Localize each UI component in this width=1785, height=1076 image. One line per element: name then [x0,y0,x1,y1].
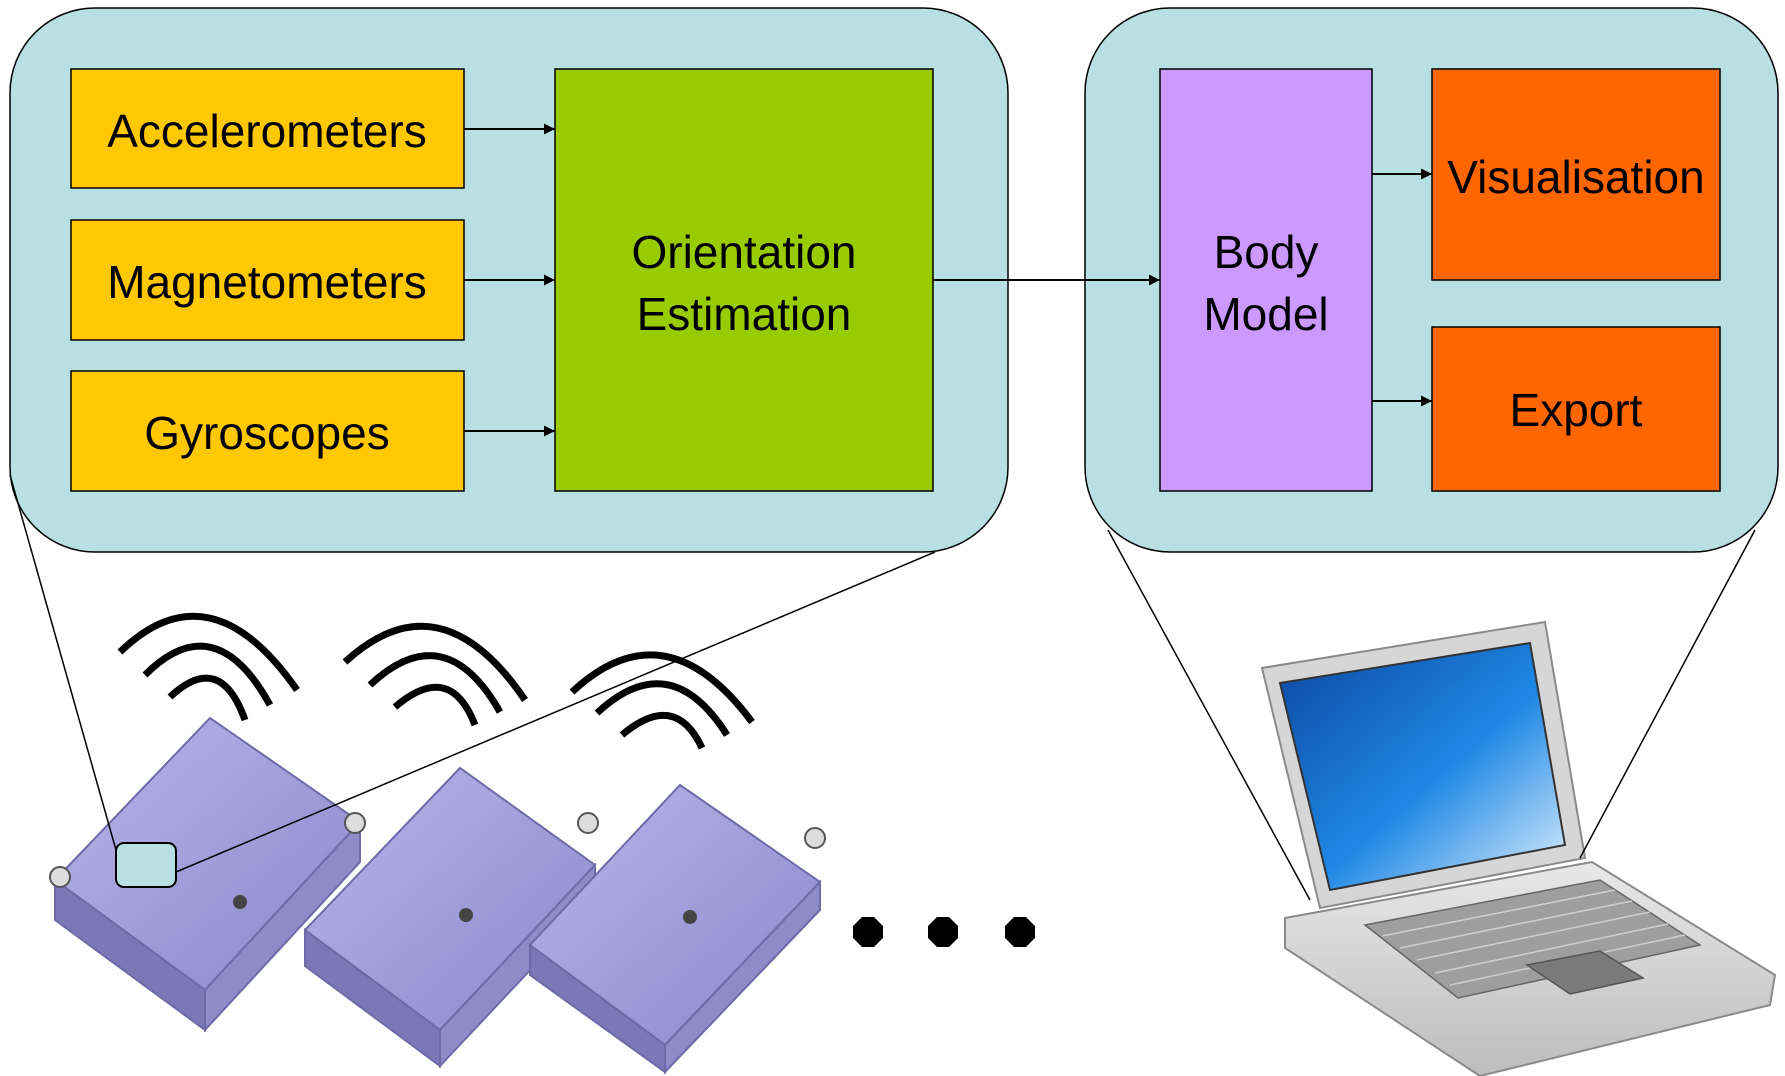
sensor-chip-highlight [115,842,177,888]
magnetometers-label: Magnetometers [107,256,427,308]
visualisation-label: Visualisation [1447,151,1704,203]
wireless-signal-icon [569,651,755,750]
body-model-block: Body Model [1159,68,1373,492]
sensor-device [303,766,599,1069]
accelerometers-block: Accelerometers [70,68,465,189]
laptop-screen [1278,641,1567,892]
sensor-device [528,783,826,1075]
orientation-estimation-block: Orientation Estimation [554,68,934,492]
zoom-line-laptop-right [1579,529,1756,859]
laptop-keyboard [1363,879,1702,999]
export-block: Export [1431,326,1721,492]
body-model-line2: Model [1203,288,1328,340]
wireless-signal-icon [342,622,528,727]
body-model-line1: Body [1214,226,1319,278]
accelerometers-label: Accelerometers [107,105,427,157]
sensor-device [49,716,366,1033]
gyroscopes-block: Gyroscopes [70,370,465,492]
gyroscopes-label: Gyroscopes [144,407,389,459]
export-label: Export [1510,384,1643,436]
visualisation-block: Visualisation [1431,68,1721,281]
ellipsis-dots [853,917,1035,947]
orientation-estimation-line1: Orientation [631,226,856,278]
laptop-icon [1260,620,1777,1076]
magnetometers-block: Magnetometers [70,219,465,341]
zoom-line-laptop-left [1107,529,1311,901]
wireless-signal-icon [117,612,300,722]
laptop-touchpad [1525,950,1645,995]
orientation-estimation-line2: Estimation [637,288,852,340]
zoom-line-right [175,551,936,873]
zoom-line-left [9,474,117,851]
